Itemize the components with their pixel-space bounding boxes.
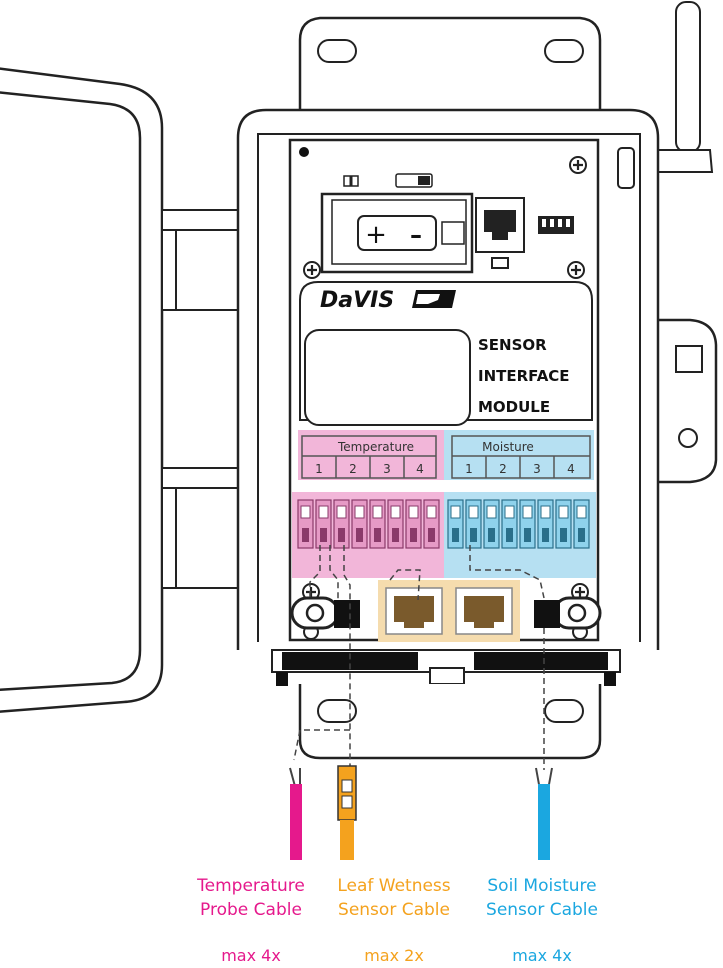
moisture-port-4: 4 — [567, 462, 575, 476]
moisture-terminal-lever — [486, 505, 497, 519]
moisture-port-2: 2 — [499, 462, 507, 476]
temperature-terminal-lever — [300, 505, 311, 519]
leaf-wetness-cable-label-line2: Sensor Cable — [338, 900, 450, 920]
soil-moisture-cable-max: max 4x — [512, 946, 572, 965]
moisture-terminal-lever — [540, 505, 551, 519]
temperature-terminal-strip — [297, 499, 440, 549]
enclosure-door — [0, 67, 164, 713]
moisture-terminal-lever — [522, 505, 533, 519]
temperature-terminal-hole — [428, 528, 435, 542]
side-mount-tab — [658, 318, 718, 484]
temperature-port-2: 2 — [349, 462, 357, 476]
brand-logo: DaVIS — [320, 288, 394, 313]
moisture-terminal-hole — [506, 528, 513, 542]
temperature-port-1: 1 — [315, 462, 323, 476]
leaf-wetness-cable-max: max 2x — [364, 946, 424, 965]
temperature-cable-label-line1: Temperature — [197, 876, 305, 896]
moisture-terminal-strip — [447, 499, 590, 549]
moisture-terminal-hole — [578, 528, 585, 542]
temperature-terminal-hole — [338, 528, 345, 542]
top-mounting-bracket — [298, 16, 602, 112]
moisture-terminal-lever — [558, 505, 569, 519]
battery-plus-sign: + — [365, 220, 387, 250]
temperature-port-4: 4 — [416, 462, 424, 476]
bottom-seal-strip — [271, 649, 621, 686]
temperature-terminal-hole — [320, 528, 327, 542]
temperature-terminal-hole — [302, 528, 309, 542]
soil-moisture-cable-label-line1: Soil Moisture — [487, 876, 597, 896]
leaf-wetness-cable — [337, 765, 357, 860]
temperature-cable-max: max 4x — [221, 946, 281, 965]
temperature-block-title: Temperature — [337, 440, 414, 454]
leaf-wetness-cable-label-line1: Leaf Wetness — [337, 876, 451, 896]
leaf-wetness-cable-label: Leaf Wetness Sensor Cable max 2x — [324, 874, 464, 968]
module-title-line-2: INTERFACE — [478, 367, 570, 385]
moisture-zone-top — [444, 430, 594, 480]
module-title-line-1: SENSOR — [478, 336, 547, 354]
brand-logo-flag — [412, 290, 456, 308]
module-title-line-3: MODULE — [478, 398, 550, 416]
moisture-terminal-hole — [488, 528, 495, 542]
antenna — [654, 1, 714, 173]
temperature-terminal-lever — [390, 505, 401, 519]
temperature-terminal-hole — [374, 528, 381, 542]
moisture-terminal-lever — [450, 505, 461, 519]
moisture-port-1: 1 — [465, 462, 473, 476]
moisture-terminal-lever — [576, 505, 587, 519]
cable-clamps — [290, 596, 602, 630]
temperature-port-3: 3 — [383, 462, 391, 476]
moisture-terminal-lever — [504, 505, 515, 519]
bottom-mounting-bracket — [298, 684, 602, 760]
temperature-terminal-hole — [356, 528, 363, 542]
temperature-cable-label: Temperature Probe Cable max 4x — [186, 874, 316, 968]
moisture-terminal-hole — [452, 528, 459, 542]
temperature-terminal-hole — [410, 528, 417, 542]
rj-jacks — [385, 587, 513, 635]
phone-jack — [475, 197, 525, 269]
temperature-probe-cable — [289, 767, 302, 860]
soil-moisture-cable-label-line2: Sensor Cable — [486, 900, 598, 920]
soil-moisture-cable — [535, 767, 553, 860]
cable-routes — [293, 545, 545, 770]
moisture-terminal-lever — [468, 505, 479, 519]
moisture-terminal-hole — [560, 528, 567, 542]
battery-minus-sign: – — [410, 221, 422, 249]
board-details — [299, 147, 574, 234]
temperature-terminal-lever — [408, 505, 419, 519]
moisture-terminal-hole — [524, 528, 531, 542]
moisture-terminal-hole — [542, 528, 549, 542]
door-hinges — [161, 209, 251, 589]
temperature-terminal-lever — [336, 505, 347, 519]
temperature-terminal-lever — [372, 505, 383, 519]
temperature-terminal-lever — [354, 505, 365, 519]
temperature-zone-top — [298, 430, 444, 480]
temperature-terminal-lever — [426, 505, 437, 519]
battery-compartment — [320, 192, 474, 274]
moisture-block-title: Moisture — [482, 440, 534, 454]
display-window — [304, 329, 471, 426]
moisture-terminal-hole — [470, 528, 477, 542]
moisture-port-3: 3 — [533, 462, 541, 476]
temperature-terminal-lever — [318, 505, 329, 519]
soil-moisture-cable-label: Soil Moisture Sensor Cable max 4x — [472, 874, 612, 968]
temperature-cable-label-line2: Probe Cable — [200, 900, 302, 920]
temperature-terminal-hole — [392, 528, 399, 542]
